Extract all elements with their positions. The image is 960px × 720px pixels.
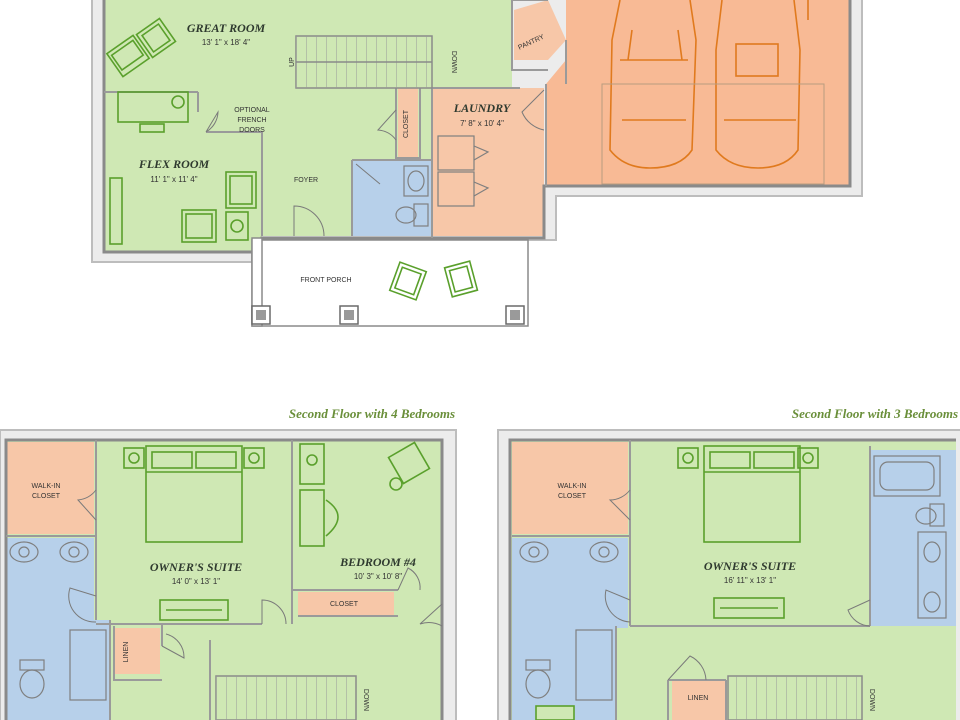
powder-bath-area <box>352 160 432 236</box>
optional-doors-label-1: OPTIONAL <box>234 107 270 114</box>
foyer-label: FOYER <box>294 177 318 184</box>
great-room-title: GREAT ROOM <box>187 21 266 35</box>
bedroom4-title: BEDROOM #4 <box>339 555 416 569</box>
great-room-dims: 13' 1" x 18' 4" <box>202 38 250 47</box>
bedroom4-closet-label: CLOSET <box>330 601 359 608</box>
hall-bath-area-3br <box>870 450 956 626</box>
second-floor-4br-caption: Second Floor with 4 Bedrooms <box>289 406 455 421</box>
owners-bed-icon-3br <box>677 445 819 619</box>
front-porch-label: FRONT PORCH <box>300 277 351 284</box>
laundry-dims: 7' 8" x 10' 4" <box>460 119 504 128</box>
second-floor-3br-doors <box>604 489 871 681</box>
first-floor-stairs <box>295 35 433 89</box>
laundry-title: LAUNDRY <box>453 101 512 115</box>
owners-suite-title-3br: OWNER'S SUITE <box>704 559 796 573</box>
pantry-wall <box>511 0 548 71</box>
hall-bath-fixtures-icon-3br <box>873 455 947 619</box>
shower-bench-icon-3br <box>535 705 575 720</box>
walk-in-closet-area-3br <box>512 442 628 534</box>
walk-in-closet-area-4br <box>6 442 94 534</box>
linen-label-4br: LINEN <box>123 642 130 663</box>
garage-cars-icon <box>609 0 809 169</box>
walk-in-closet-label-4br-1: WALK-IN <box>32 483 61 490</box>
bedroom4-furniture-icon <box>299 441 431 547</box>
optional-doors-label-3: DOORS <box>239 127 265 134</box>
foyer-closet-wall <box>395 88 421 159</box>
powder-bath-fixtures-icon <box>395 165 429 227</box>
owners-bath-fixtures-icon-4br <box>9 541 107 701</box>
second-floor-3br-interior-walls <box>512 440 871 720</box>
second-floor-4br-interior-walls <box>6 440 398 720</box>
second-floor-4br-exterior-wall <box>4 438 444 720</box>
first-floor-exterior-wall <box>102 0 852 254</box>
owners-suite-dims-4br: 14' 0" x 13' 1" <box>172 577 220 586</box>
owners-suite-dims-3br: 16' 11" x 13' 1" <box>724 576 776 585</box>
front-porch <box>251 237 529 327</box>
great-room-chairs-icon <box>105 17 177 78</box>
linen-area-4br <box>114 628 160 674</box>
bedroom4-dims: 10' 3" x 10' 8" <box>354 572 402 581</box>
foyer-closet-area <box>398 88 418 158</box>
owners-bath-fixtures-icon-3br <box>519 541 619 701</box>
flex-room-chairs-icon <box>109 171 257 245</box>
first-floor-doors <box>205 89 545 237</box>
optional-doors-label-2: FRENCH <box>237 117 266 124</box>
owners-bed-icon-4br <box>123 445 265 621</box>
walk-in-closet-label-4br-2: CLOSET <box>32 493 61 500</box>
garage-door-outline <box>601 83 825 185</box>
laundry-area <box>432 88 544 236</box>
second-floor-4br-stair-treads <box>216 676 356 720</box>
linen-area-3br <box>672 680 726 720</box>
garage-area <box>546 0 850 186</box>
porch-chairs-icon <box>388 260 479 301</box>
foyer-closet-label: CLOSET <box>403 109 410 138</box>
flex-room-desk-icon <box>117 91 189 133</box>
pantry-area <box>514 0 566 60</box>
interior-walls <box>351 40 567 238</box>
owners-suite-title-4br: OWNER'S SUITE <box>150 560 242 574</box>
stair-down-label-4br: DOWN <box>362 689 369 711</box>
walk-in-closet-label-3br-1: WALK-IN <box>558 483 587 490</box>
stair-up-label: UP <box>289 57 296 67</box>
flex-room-title: FLEX ROOM <box>138 157 210 171</box>
flex-room-dims: 11' 1" x 11' 4" <box>150 175 197 184</box>
second-floor-4br-plan: Second Floor with 4 Bedrooms <box>0 406 457 720</box>
second-floor-3br-exterior-wall <box>508 438 956 720</box>
second-floor-3br-plan: Second Floor with 3 Bedrooms <box>497 406 960 720</box>
stair-down-label-3br: DOWN <box>868 689 875 711</box>
stair-down-label: DOWN <box>450 51 457 73</box>
first-floor-plan: GREAT ROOM 13' 1" x 18' 4" FLEX ROOM 11'… <box>91 0 863 327</box>
second-floor-4br-doors <box>68 489 443 659</box>
bedroom4-closet-area <box>298 592 394 616</box>
second-floor-3br-stair-treads <box>728 676 862 720</box>
walk-in-closet-label-3br-2: CLOSET <box>558 493 587 500</box>
second-floor-3br-caption: Second Floor with 3 Bedrooms <box>792 406 958 421</box>
linen-label-3br: LINEN <box>688 695 709 702</box>
laundry-machines-icon <box>437 135 490 207</box>
